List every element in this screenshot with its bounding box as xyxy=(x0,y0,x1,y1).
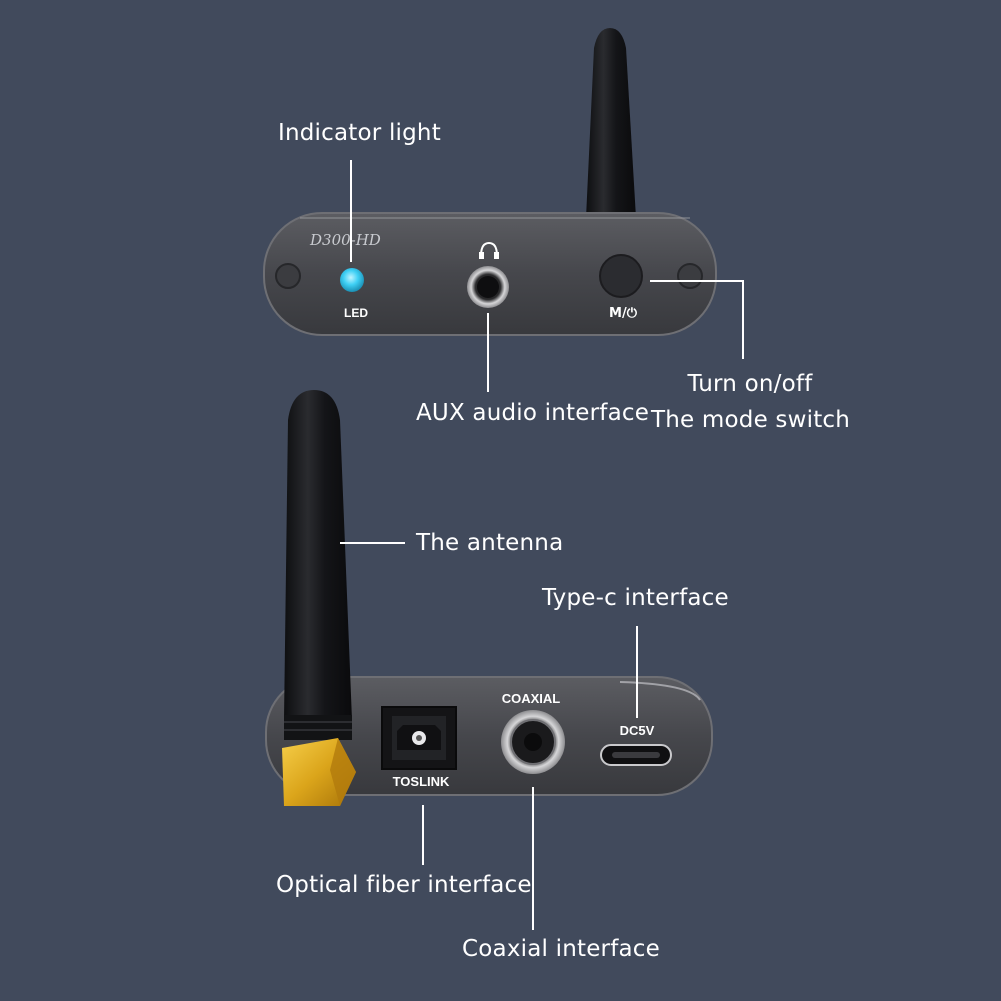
headphone-icon xyxy=(479,241,499,259)
led-indicator xyxy=(340,268,364,292)
front-device: D300-HD LED M/⏻ xyxy=(263,28,717,336)
rear-panel xyxy=(265,676,713,796)
leader-lines xyxy=(340,160,744,930)
front-antenna xyxy=(586,28,636,218)
led-label: LED xyxy=(344,306,368,320)
callout-antenna: The antenna xyxy=(416,530,564,556)
callout-optical-fiber: Optical fiber interface xyxy=(276,872,532,898)
left-screw xyxy=(275,263,301,289)
callout-turn-on-off: Turn on/off xyxy=(687,371,813,397)
leader-mode xyxy=(650,280,744,359)
callout-type-c: Type-c interface xyxy=(542,585,729,611)
rear-device: TOSLINK COAXIAL DC5V xyxy=(265,390,713,806)
callout-coaxial: Coaxial interface xyxy=(462,936,661,962)
dc-label: DC5V xyxy=(620,723,655,738)
right-screw xyxy=(677,263,703,289)
toslink-label: TOSLINK xyxy=(393,774,450,789)
callout-mode-switch: The mode switch xyxy=(651,407,851,433)
callout-aux-audio: AUX audio interface xyxy=(416,400,650,426)
mode-button[interactable] xyxy=(599,254,643,298)
rear-antenna xyxy=(284,390,352,720)
callout-indicator-light: Indicator light xyxy=(278,120,441,146)
mode-button-label: M/⏻ xyxy=(609,306,638,321)
coaxial-label: COAXIAL xyxy=(502,691,561,706)
model-mark: D300-HD xyxy=(309,231,381,249)
